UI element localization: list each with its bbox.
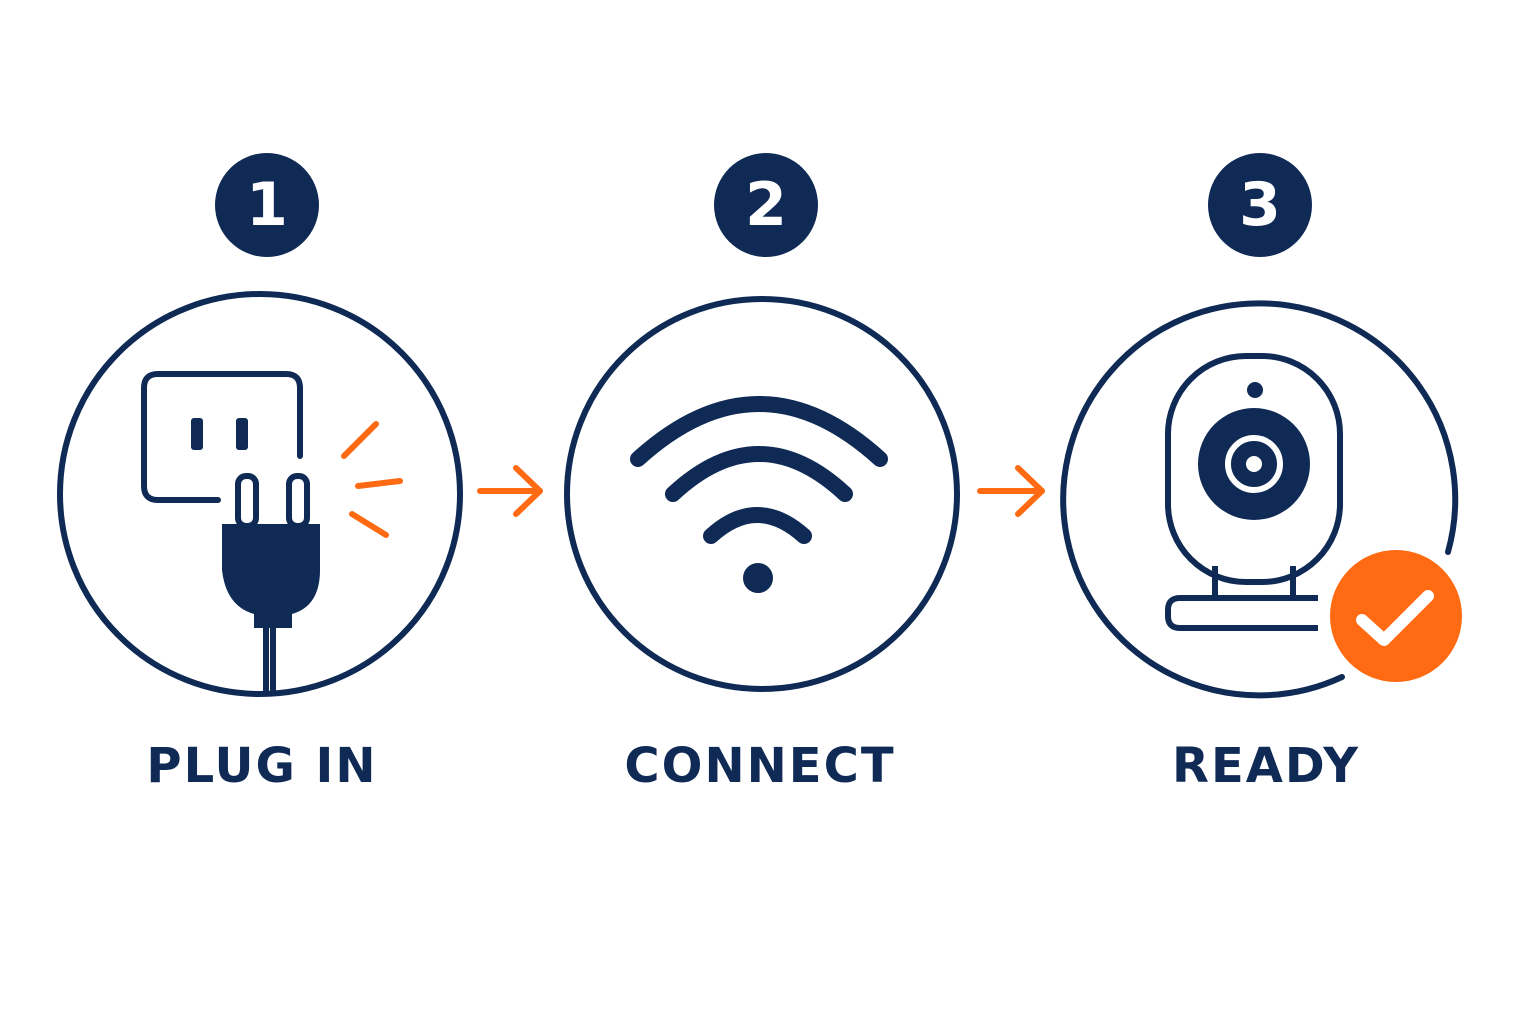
step-2-badge: 2 — [714, 153, 818, 257]
spark-icon — [341, 421, 403, 538]
step-3-label: READY — [1171, 738, 1360, 794]
arrow-right-icon — [977, 465, 1045, 517]
check-badge-icon — [1330, 550, 1462, 682]
step-1-badge: 1 — [215, 153, 319, 257]
camera-icon — [1165, 353, 1343, 631]
plug-outlet-icon — [141, 371, 320, 693]
step-3-badge: 3 — [1208, 153, 1312, 257]
step-1-circle — [57, 291, 463, 697]
step-2-label: CONNECT — [624, 738, 896, 794]
step-1-label: PLUG IN — [146, 738, 378, 794]
arrow-right-icon — [477, 465, 543, 517]
step-2-circle — [564, 296, 960, 692]
wifi-icon — [630, 396, 888, 593]
step-3-circle — [1060, 300, 1459, 699]
